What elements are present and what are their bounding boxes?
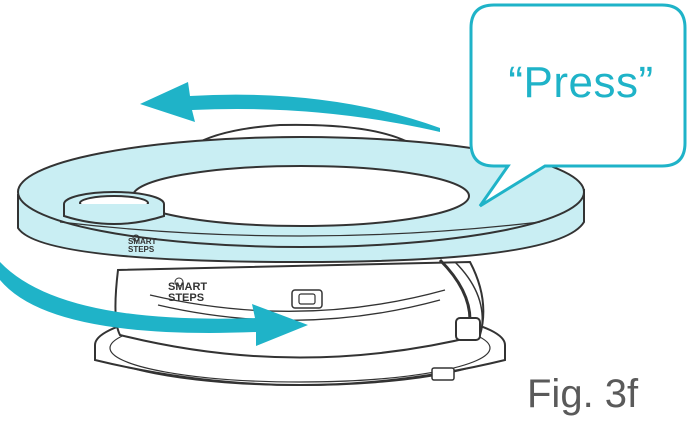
logo-line-1: SMART (128, 237, 157, 246)
smart-steps-logo-tray: SMART STEPS (128, 238, 156, 254)
figure-label: Fig. 3f (527, 372, 639, 416)
logo-line-1: SMART (168, 281, 208, 293)
smart-steps-logo-base: SMART STEPS (168, 282, 207, 304)
lightbulb-icon (132, 234, 184, 287)
speech-callout (469, 3, 687, 208)
logo-line-2: STEPS (128, 245, 155, 254)
rotating-tray (17, 136, 585, 264)
logo-line-2: STEPS (168, 292, 205, 304)
rotate-arrow-icon (0, 82, 440, 346)
press-callout-text: “Press” (508, 58, 654, 107)
seat-body (114, 258, 485, 381)
